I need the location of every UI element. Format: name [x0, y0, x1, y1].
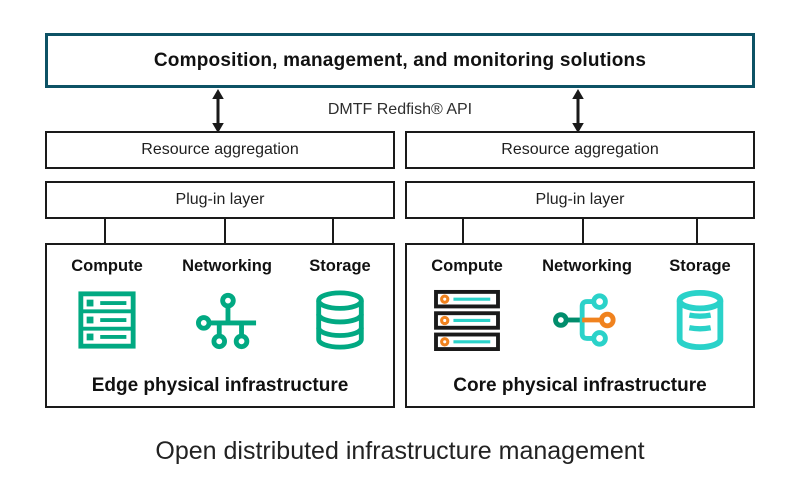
- database-icon: [669, 289, 731, 353]
- resource-aggregation-box-edge: Resource aggregation: [45, 131, 395, 169]
- solutions-box: Composition, management, and monitoring …: [45, 33, 755, 88]
- core-networking-column: Networking: [532, 257, 642, 358]
- bidirectional-arrow-left: [212, 89, 224, 133]
- resource-aggregation-box-core: Resource aggregation: [405, 131, 755, 169]
- database-icon: [309, 289, 371, 353]
- edge-infrastructure-title: Edge physical infrastructure: [91, 375, 349, 396]
- resource-aggregation-label: Resource aggregation: [141, 141, 299, 158]
- connector-line: [462, 219, 464, 243]
- plugin-layer-box-core: Plug-in layer: [405, 181, 755, 219]
- resource-aggregation-label: Resource aggregation: [501, 141, 659, 158]
- compute-label: Compute: [431, 257, 503, 275]
- connector-line: [582, 219, 584, 243]
- connector-line: [332, 219, 334, 243]
- core-infrastructure-box: Compute Networking: [405, 243, 755, 408]
- storage-label: Storage: [669, 257, 731, 275]
- networking-label: Networking: [542, 257, 632, 275]
- bus-network-icon: [196, 289, 258, 353]
- server-blades-icon: [432, 289, 502, 353]
- server-stack-icon: [76, 289, 138, 353]
- storage-label: Storage: [309, 257, 371, 275]
- connector-line: [696, 219, 698, 243]
- edge-networking-column: Networking: [172, 257, 282, 358]
- networking-label: Networking: [182, 257, 272, 275]
- compute-label: Compute: [71, 257, 143, 275]
- connector-line: [224, 219, 226, 243]
- connector-line: [104, 219, 106, 243]
- branch-network-icon: [552, 289, 622, 353]
- core-infrastructure-title: Core physical infrastructure: [453, 375, 707, 396]
- plugin-layer-box-edge: Plug-in layer: [45, 181, 395, 219]
- plugin-layer-label: Plug-in layer: [175, 191, 265, 208]
- edge-compute-column: Compute: [52, 257, 162, 358]
- diagram-caption: Open distributed infrastructure manageme…: [155, 437, 645, 465]
- solutions-label: Composition, management, and monitoring …: [153, 49, 647, 71]
- edge-infrastructure-box: Compute Networking: [45, 243, 395, 408]
- core-storage-column: Storage: [645, 257, 755, 358]
- edge-storage-column: Storage: [285, 257, 395, 358]
- core-compute-column: Compute: [412, 257, 522, 358]
- bidirectional-arrow-right: [572, 89, 584, 133]
- plugin-layer-label: Plug-in layer: [535, 191, 625, 208]
- api-label: DMTF Redfish® API: [327, 101, 473, 118]
